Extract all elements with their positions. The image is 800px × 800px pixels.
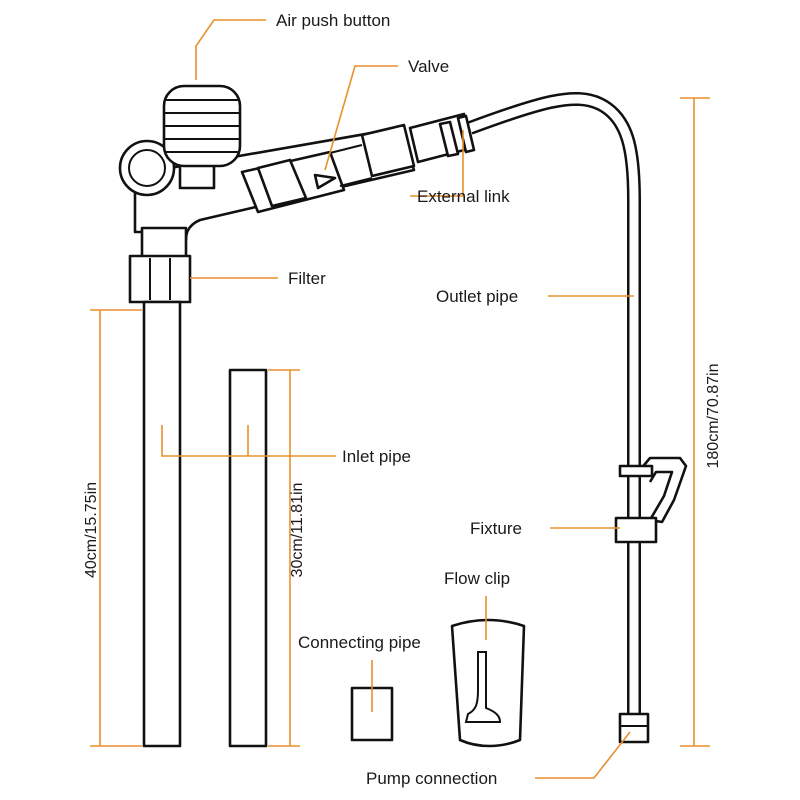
- fixture: [614, 456, 688, 544]
- leader-lines: [161, 19, 634, 779]
- external-link-connector: [408, 112, 476, 164]
- label-pump-connection: Pump connection: [366, 769, 497, 788]
- dimension-long-inlet: 40cm/15.75in: [83, 482, 100, 578]
- dimension-lines: [90, 97, 710, 747]
- label-outlet-pipe: Outlet pipe: [436, 287, 518, 306]
- filter: [128, 226, 192, 304]
- inlet-pipe-long: [142, 300, 182, 748]
- dimension-short-inlet: 30cm/11.81in: [289, 483, 306, 578]
- valve-body: [133, 123, 416, 242]
- label-valve: Valve: [408, 57, 449, 76]
- label-inlet-pipe: Inlet pipe: [342, 447, 411, 466]
- pump-connection: [618, 712, 650, 744]
- outlet-pipe: [467, 92, 641, 720]
- dimension-outlet: 180cm/70.87in: [705, 364, 722, 469]
- flow-clip: [450, 618, 526, 748]
- label-air-push-button: Air push button: [276, 11, 390, 30]
- label-filter: Filter: [288, 269, 326, 288]
- inlet-pipe-short: [228, 368, 268, 748]
- label-connecting-pipe: Connecting pipe: [298, 633, 421, 652]
- air-push-button: [118, 84, 242, 197]
- label-flow-clip: Flow clip: [444, 569, 510, 588]
- label-external-link: External link: [417, 187, 510, 206]
- label-fixture: Fixture: [470, 519, 522, 538]
